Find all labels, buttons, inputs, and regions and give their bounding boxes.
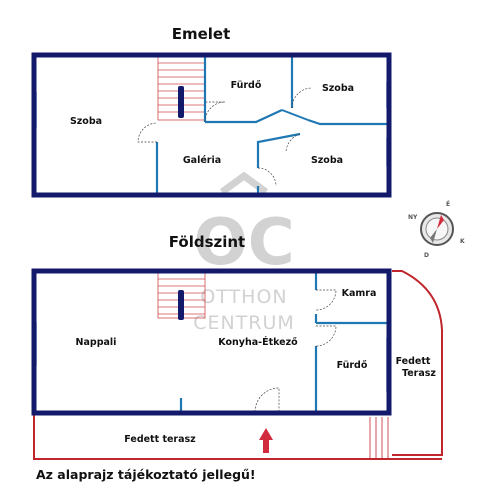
watermark-line-1: OTTHON <box>200 286 287 308</box>
watermark-line-2: CENTRUM <box>193 312 295 334</box>
upper-floor-title: Emelet <box>172 25 231 43</box>
upper-gallery-label: Galéria <box>183 155 221 166</box>
compass-label-north: É <box>446 200 450 208</box>
right-terrace-outline <box>392 270 443 456</box>
ground-stair-handrail <box>178 290 184 320</box>
ground-doors <box>254 289 337 413</box>
upper-room-left-label: Szoba <box>70 116 102 127</box>
upper-bathroom-label: Fürdő <box>231 80 262 91</box>
upper-room-top-right-label: Szoba <box>322 83 354 94</box>
watermark: OC OTTHON CENTRUM <box>193 171 295 334</box>
entrance-arrow-icon <box>259 428 273 453</box>
ground-outer-wall <box>31 268 392 416</box>
right-terrace-label-line-1: Fedett <box>396 356 431 367</box>
compass-needle-north <box>437 215 444 229</box>
upper-windows <box>33 53 390 166</box>
watermark-roof-icon <box>219 171 269 195</box>
ground-floor-plan: Nappali Konyha-Étkező Kamra Fürdő Fedett… <box>31 268 443 460</box>
ground-floor-title: Földszint <box>169 233 245 251</box>
pantry-label: Kamra <box>342 288 377 299</box>
living-room-label: Nappali <box>76 337 117 348</box>
kitchen-dining-label: Konyha-Étkező <box>218 336 298 348</box>
terrace-steps <box>369 417 389 459</box>
disclaimer-text: Az alaprajz tájékoztató jellegű! <box>36 467 256 482</box>
compass-needle-south <box>430 229 437 243</box>
compass-label-east: K <box>460 238 465 245</box>
compass: NY É K D <box>408 200 465 259</box>
bottom-terrace-outline <box>33 414 442 460</box>
ground-bathroom-label: Fürdő <box>337 360 368 371</box>
compass-label-west: NY <box>408 214 418 221</box>
upper-stair-handrail <box>178 86 184 118</box>
upper-floor-plan: Szoba Fürdő Szoba Galéria Szoba <box>31 52 392 198</box>
upper-inner-walls <box>155 56 388 194</box>
compass-label-south: D <box>424 252 429 259</box>
upper-outer-wall <box>31 52 392 198</box>
ground-inner-walls <box>179 271 389 412</box>
upper-room-bottom-right-label: Szoba <box>311 155 343 166</box>
upper-doors <box>137 87 313 187</box>
bottom-terrace-label: Fedett terasz <box>124 434 196 445</box>
upper-bathroom-door-leaf <box>281 109 309 121</box>
watermark-logo: OC <box>193 206 294 280</box>
right-terrace-label-line-2: Terasz <box>402 368 436 379</box>
